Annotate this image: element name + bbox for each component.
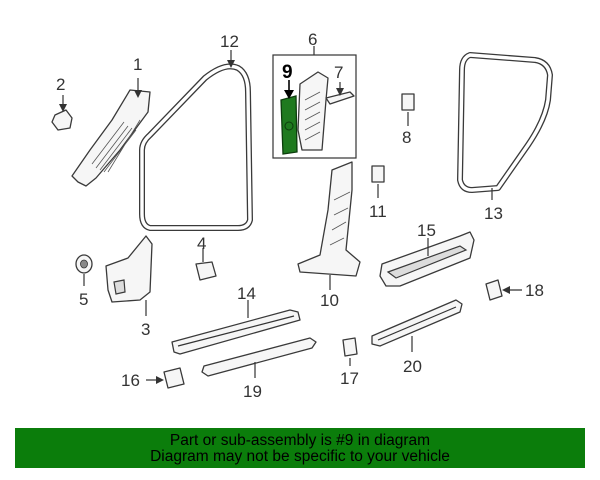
part-13-rear-door-seal (457, 52, 553, 200)
callout-1: 1 (133, 55, 142, 74)
callout-2: 2 (56, 75, 65, 94)
callout-19: 19 (243, 382, 262, 401)
callout-7: 7 (334, 63, 343, 82)
callout-4: 4 (197, 234, 206, 253)
part-19-front-sill-plate (201, 337, 317, 378)
part-7-bracket (325, 82, 355, 105)
part-5-grommet (75, 254, 93, 286)
part-9-highlighted (280, 80, 298, 155)
callout-9: 9 (282, 62, 293, 83)
callout-6: 6 (308, 30, 317, 49)
part-17-clip (342, 337, 358, 366)
part-12-front-door-seal (139, 50, 253, 231)
callout-17: 17 (340, 369, 359, 388)
part-3-kick-panel (105, 235, 153, 316)
part-14-front-sill-trim (171, 300, 301, 355)
callout-10: 10 (320, 291, 339, 310)
callout-12: 12 (220, 32, 239, 51)
callout-15: 15 (417, 221, 436, 240)
part-1-a-pillar-trim (71, 78, 151, 187)
callout-14: 14 (237, 284, 256, 303)
part-11-clip (371, 165, 385, 198)
callout-16: 16 (121, 371, 140, 390)
part-6-b-pillar-upper-trim (297, 71, 329, 151)
callout-8: 8 (402, 128, 411, 147)
callout-18: 18 (525, 281, 544, 300)
part-18-clip (485, 279, 522, 301)
callout-13: 13 (484, 204, 503, 223)
part-2-clip (51, 95, 73, 131)
part-15-rear-scuff-plate (379, 231, 475, 287)
banner-line-1: Part or sub-assembly is #9 in diagram (169, 432, 431, 449)
part-info-banner: Part or sub-assembly is #9 in diagram Di… (15, 428, 585, 468)
callout-5: 5 (79, 290, 88, 309)
part-20-rear-sill-trim (371, 299, 463, 352)
callout-11: 11 (369, 202, 387, 221)
parts-diagram: 1 2 12 6 7 9 8 (51, 30, 553, 401)
part-4-clip (195, 248, 217, 281)
banner-line-2: Diagram may not be specific to your vehi… (150, 448, 450, 465)
part-10-b-pillar-lower-trim (297, 161, 361, 290)
callout-3: 3 (141, 320, 150, 339)
part-16-clip (146, 367, 185, 389)
callout-20: 20 (403, 357, 422, 376)
part-8-clip (401, 93, 415, 126)
